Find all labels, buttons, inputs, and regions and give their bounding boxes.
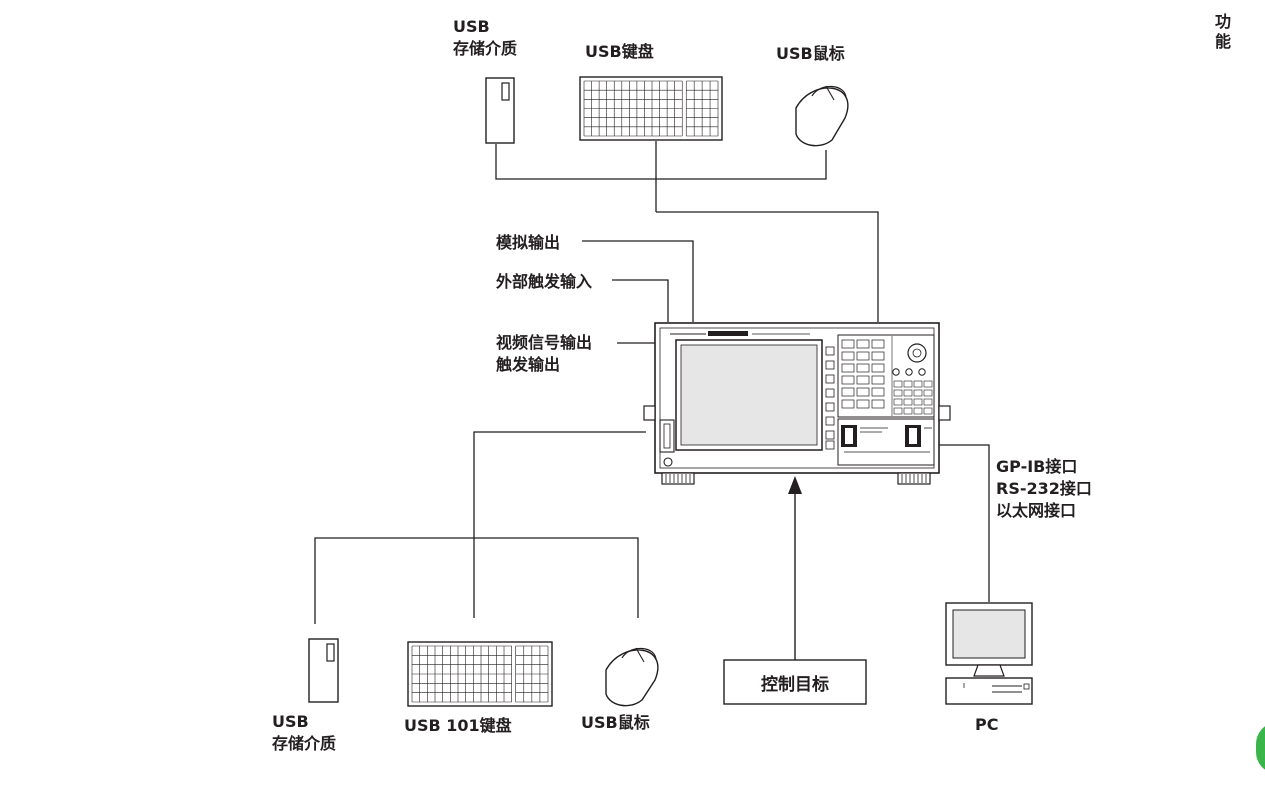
instrument-icon [643,322,951,485]
pc-link [939,444,990,602]
control-arrow [788,476,802,660]
usb-storage-top-label: USB 存储介质 [453,17,518,58]
analog-output-label: 模拟输出 [496,233,561,252]
bottom-usb-bus [314,431,646,624]
usb-mouse-bottom-label: USB鼠标 [581,713,650,732]
usb-keyboard-top-label: USB键盘 [585,42,654,61]
usb-storage-top-icon [485,77,515,144]
usb101-keyboard-label: USB 101键盘 [404,716,512,735]
pc-label: PC [975,715,999,734]
usb-storage-bottom-label: USB 存储介质 [272,712,337,753]
section-tab: 功能 [1214,12,1231,51]
page-edge-tab [1256,722,1265,774]
pc-icon [945,602,1033,705]
external-trigger-input-label: 外部触发输入 [496,272,593,291]
control-target-label: 控制目标 [761,674,829,695]
control-target-box [723,659,867,705]
usb-storage-bottom-icon [308,638,339,703]
usb-keyboard-top-icon [579,76,723,141]
usb-mouse-bottom-icon [605,647,659,707]
interface-list-label: GP-IB接口 RS-232接口 以太网接口 [996,457,1092,520]
usb-mouse-top-icon [795,85,849,147]
usb-mouse-top-label: USB鼠标 [776,44,845,63]
signal-leaders [582,240,694,344]
usb101-keyboard-icon [407,641,553,707]
video-trigger-output-label: 视频信号输出 触发输出 [496,333,593,374]
top-usb-bus [495,141,879,322]
